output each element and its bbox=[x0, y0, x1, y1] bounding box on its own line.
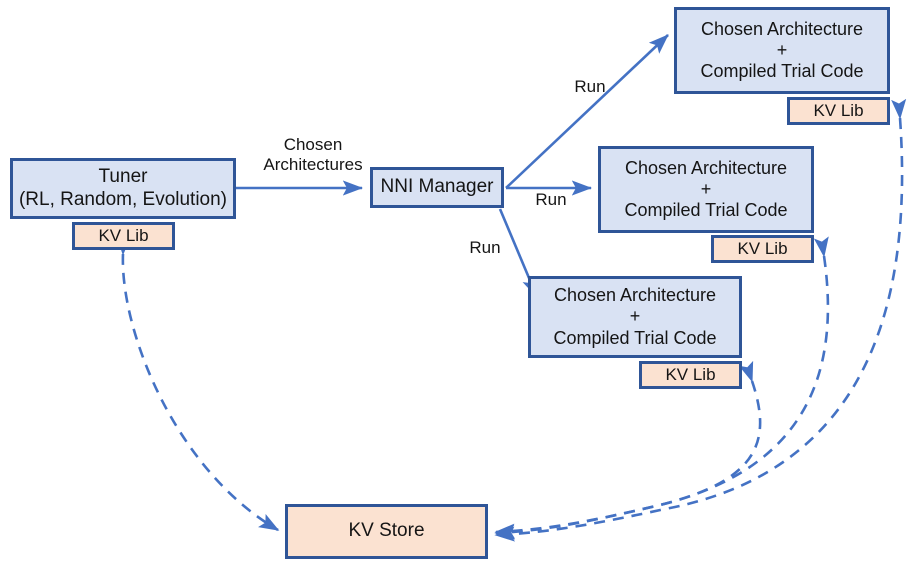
node-trial-3-kv-lib-label: KV Lib bbox=[665, 364, 716, 384]
node-kv-store-label: KV Store bbox=[348, 520, 425, 542]
node-trial-3[interactable]: Chosen Architecture + Compiled Trial Cod… bbox=[528, 276, 742, 358]
node-nni-manager[interactable]: NNI Manager bbox=[370, 167, 504, 208]
edge-label-run-trial-2: Run bbox=[535, 190, 567, 209]
edge-trial-3-kvlib-to-kv-store bbox=[494, 360, 762, 539]
node-trial-1-label: Chosen Architecture + Compiled Trial Cod… bbox=[700, 18, 864, 82]
edge-tuner-kvlib-to-kv-store bbox=[116, 235, 280, 532]
node-tuner-kv-lib[interactable]: KV Lib bbox=[72, 222, 175, 250]
node-trial-1-kv-lib[interactable]: KV Lib bbox=[787, 97, 890, 125]
node-trial-2[interactable]: Chosen Architecture + Compiled Trial Cod… bbox=[598, 146, 814, 233]
node-trial-3-label: Chosen Architecture + Compiled Trial Cod… bbox=[553, 285, 717, 348]
node-tuner-kv-lib-label: KV Lib bbox=[98, 225, 149, 245]
node-kv-store[interactable]: KV Store bbox=[285, 504, 488, 559]
node-trial-3-kv-lib[interactable]: KV Lib bbox=[639, 361, 742, 389]
node-tuner-label: Tuner (RL, Random, Evolution) bbox=[18, 166, 228, 210]
node-trial-1[interactable]: Chosen Architecture + Compiled Trial Cod… bbox=[674, 7, 890, 94]
edge-label-run-trial-3: Run bbox=[469, 238, 501, 257]
edge-label-run-trial-1: Run bbox=[574, 77, 606, 96]
node-nni-manager-label: NNI Manager bbox=[380, 176, 494, 198]
node-trial-2-kv-lib-label: KV Lib bbox=[737, 238, 788, 258]
edge-label-chosen-architectures: Chosen Architectures bbox=[263, 135, 363, 174]
node-trial-2-label: Chosen Architecture + Compiled Trial Cod… bbox=[624, 157, 788, 221]
node-trial-2-kv-lib[interactable]: KV Lib bbox=[711, 235, 814, 263]
node-trial-1-kv-lib-label: KV Lib bbox=[813, 100, 864, 120]
node-tuner[interactable]: Tuner (RL, Random, Evolution) bbox=[10, 158, 236, 219]
